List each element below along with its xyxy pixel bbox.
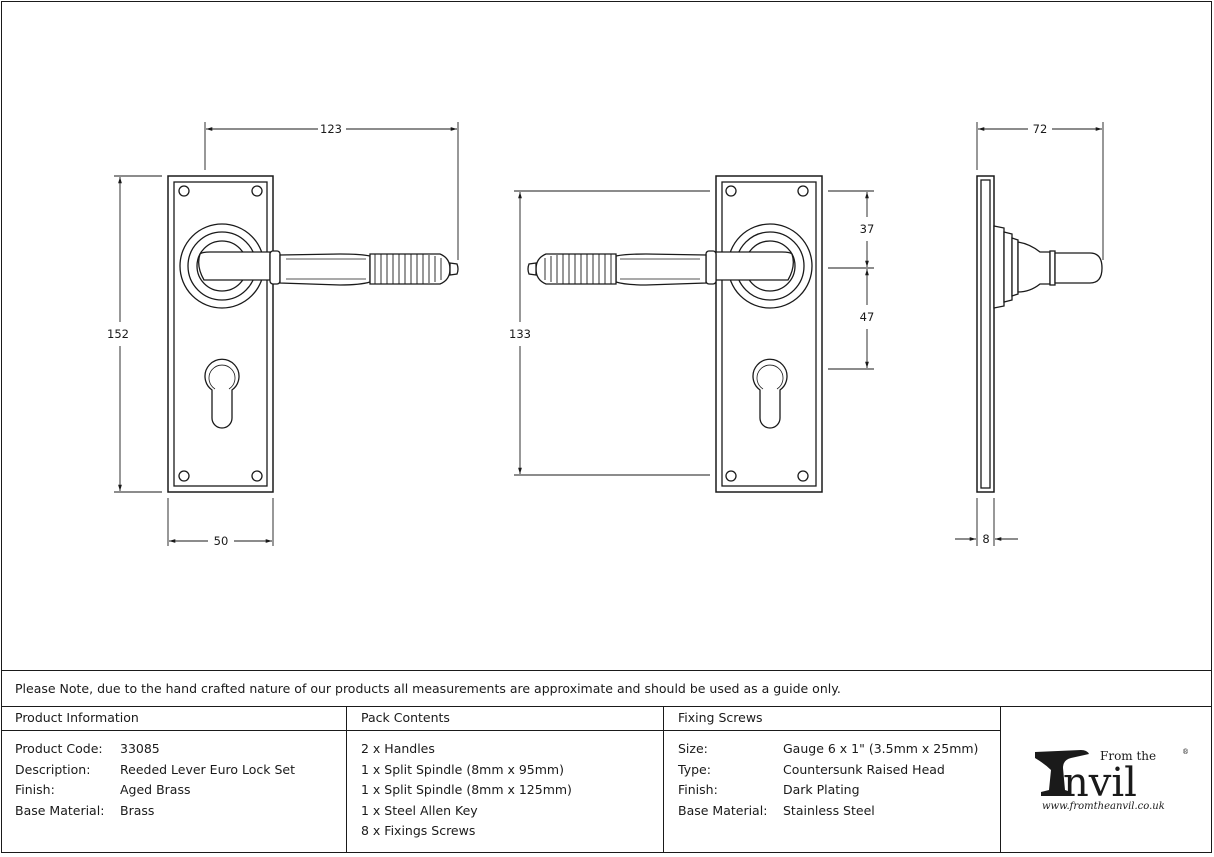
- logo-registered: ®: [1182, 748, 1189, 756]
- fixing-screws-panel: Fixing Screws Size:Gauge 6 x 1" (3.5mm x…: [664, 706, 1001, 853]
- anvil-icon: [1035, 750, 1089, 796]
- pack-item: 1 x Split Spindle (8mm x 95mm): [361, 761, 564, 777]
- side-view: [955, 122, 1104, 546]
- dim-side-thickness: 8: [982, 532, 989, 546]
- dim-front-width: 123: [320, 122, 342, 136]
- anvil-logo: From the ® nvil www.fromtheanvil.co.uk: [1001, 706, 1212, 853]
- fixing-row: Finish:Dark Plating: [678, 782, 860, 797]
- dim-rear-upper: 37: [860, 222, 875, 236]
- rear-view: [514, 175, 874, 493]
- measurement-note: Please Note, due to the hand crafted nat…: [1, 670, 1212, 707]
- product-info-row: Description:Reeded Lever Euro Lock Set: [15, 761, 295, 777]
- fixing-row: Base Material:Stainless Steel: [678, 802, 875, 818]
- product-info-row: Product Code:33085: [15, 741, 160, 756]
- pack-contents-panel: Pack Contents 2 x Handles 1 x Split Spin…: [347, 706, 664, 853]
- spec-table: Product Information Product Code:33085 D…: [1, 706, 1212, 854]
- product-information-heading: Product Information: [1, 706, 346, 731]
- logo-from-the: From the: [1100, 749, 1156, 763]
- pack-contents-heading: Pack Contents: [347, 706, 663, 731]
- logo-url: www.fromtheanvil.co.uk: [1042, 801, 1165, 812]
- fixing-screws-heading: Fixing Screws: [664, 706, 1000, 731]
- dim-plate-width: 50: [214, 534, 229, 548]
- pack-item: 1 x Steel Allen Key: [361, 802, 478, 818]
- pack-item: 1 x Split Spindle (8mm x 125mm): [361, 782, 572, 797]
- product-info-row: Base Material:Brass: [15, 802, 155, 818]
- front-view: [114, 122, 459, 546]
- logo-brand: nvil: [1063, 760, 1137, 806]
- product-information-panel: Product Information Product Code:33085 D…: [1, 706, 347, 853]
- pack-item: 2 x Handles: [361, 741, 435, 756]
- dim-rear-height: 133: [509, 327, 531, 341]
- product-info-row: Finish:Aged Brass: [15, 782, 191, 797]
- fixing-row: Size:Gauge 6 x 1" (3.5mm x 25mm): [678, 741, 979, 756]
- dim-front-height: 152: [107, 327, 129, 341]
- technical-drawing: 123 152 50 133 37 47 72 8: [107, 122, 1104, 548]
- pack-item: 8 x Fixings Screws: [361, 823, 476, 838]
- dim-side-projection: 72: [1033, 122, 1048, 136]
- fixing-row: Type:Countersunk Raised Head: [678, 761, 945, 777]
- dim-rear-lower: 47: [860, 310, 875, 324]
